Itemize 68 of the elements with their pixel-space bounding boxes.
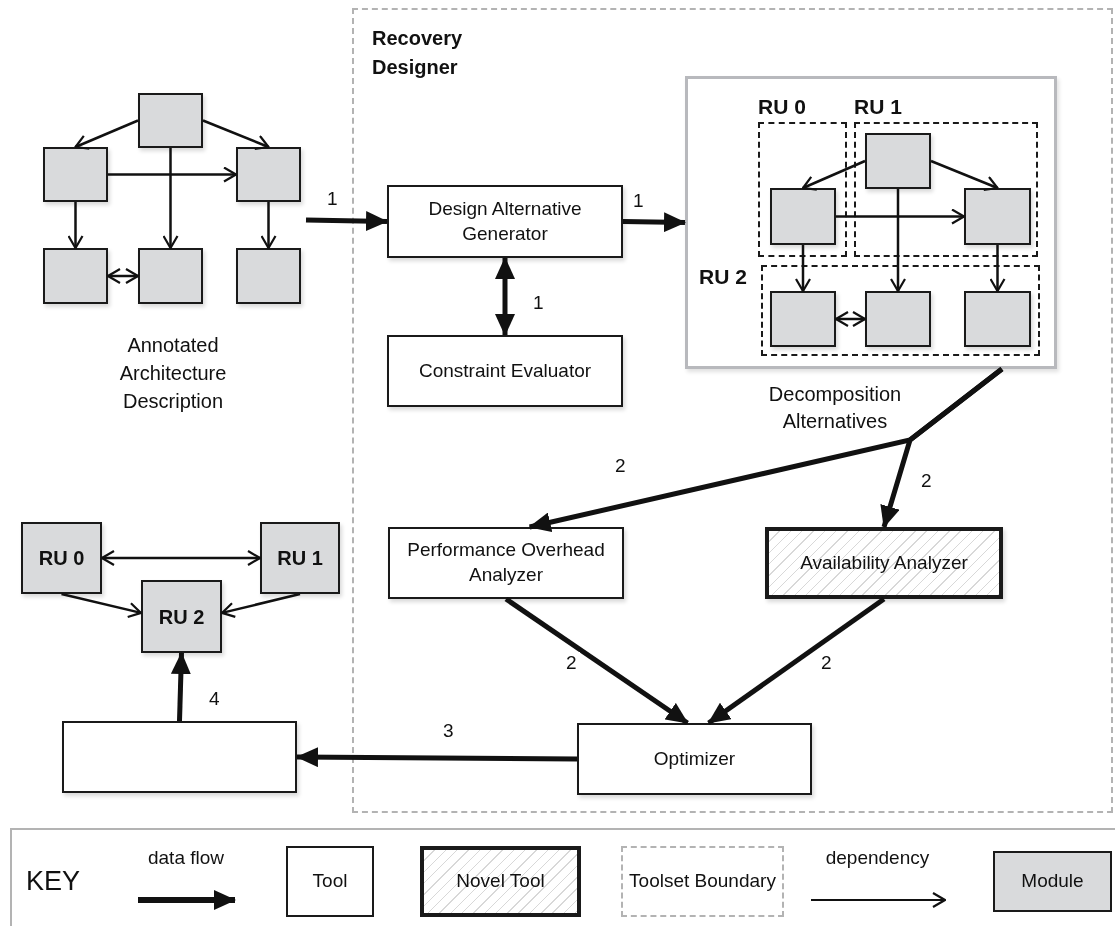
arrow (880, 367, 1004, 528)
arrow (260, 202, 277, 250)
arrow (989, 245, 1006, 293)
arrow (836, 208, 966, 225)
arrow (794, 245, 812, 293)
arrow (930, 159, 999, 192)
arrow (220, 592, 301, 618)
legend-text: Tool (312, 869, 348, 894)
module-box (964, 291, 1031, 347)
arrow (622, 212, 686, 233)
tool-box (577, 723, 812, 795)
arrow (67, 202, 84, 250)
tool-label: Performance Overhead Analyzer (406, 538, 606, 587)
arrow (108, 166, 238, 183)
arrow (889, 189, 907, 293)
arrow (106, 267, 140, 285)
tool-box (62, 721, 297, 793)
arrow (202, 119, 270, 151)
arrow (707, 596, 886, 726)
tool-label: Availability Analyzer (800, 550, 968, 575)
module-label: RU 0 (38, 546, 85, 571)
arrow (305, 211, 388, 232)
module-box (964, 188, 1031, 245)
legend-text: Novel Tool (456, 869, 545, 894)
module-box (865, 291, 931, 347)
module-box (260, 522, 340, 594)
arrow (61, 592, 143, 619)
unit-label: RU 0 (758, 94, 806, 120)
module-box (138, 248, 203, 304)
module-box (141, 580, 222, 653)
module-box (236, 248, 301, 304)
module-box (43, 248, 108, 304)
module-box (770, 291, 836, 347)
legend-text: Module (1021, 869, 1084, 894)
arrow (495, 257, 515, 336)
legend-text: data flow (146, 846, 225, 870)
module-box (43, 147, 108, 202)
novel-tool-box (765, 527, 1003, 599)
module-box (21, 522, 102, 594)
boundary-title: Recovery Designer (372, 26, 464, 80)
arrow (296, 747, 577, 768)
unit-label: RU 2 (699, 264, 747, 290)
node-label: Annotated Architecture Description (118, 333, 228, 414)
node-label: Decomposition Alternatives (767, 382, 903, 434)
legend-title: KEY (26, 866, 81, 897)
unit-label: RU 1 (854, 94, 902, 120)
tool-label: Constraint Evaluator (418, 358, 592, 383)
module-box (236, 147, 301, 202)
tool-box (388, 527, 624, 599)
arrow (504, 596, 689, 726)
arrow (162, 148, 179, 250)
arrow (170, 652, 191, 722)
arrow (801, 159, 866, 191)
legend-text: Toolset Boundary (629, 869, 776, 894)
legend-text: dependency (824, 846, 931, 870)
tool-label: Design Alternative Generator (427, 196, 583, 246)
tool-box (387, 335, 623, 407)
tool-box (387, 185, 623, 258)
module-label: RU 1 (277, 546, 323, 571)
module-box (865, 133, 931, 189)
module-box (770, 188, 836, 245)
arrow (74, 119, 139, 150)
arrow (834, 310, 867, 328)
module-label: RU 2 (158, 604, 205, 630)
module-box (138, 93, 203, 148)
tool-label: Optimizer (653, 746, 736, 771)
arrow (100, 549, 262, 567)
toolset-boundary (352, 8, 1113, 813)
